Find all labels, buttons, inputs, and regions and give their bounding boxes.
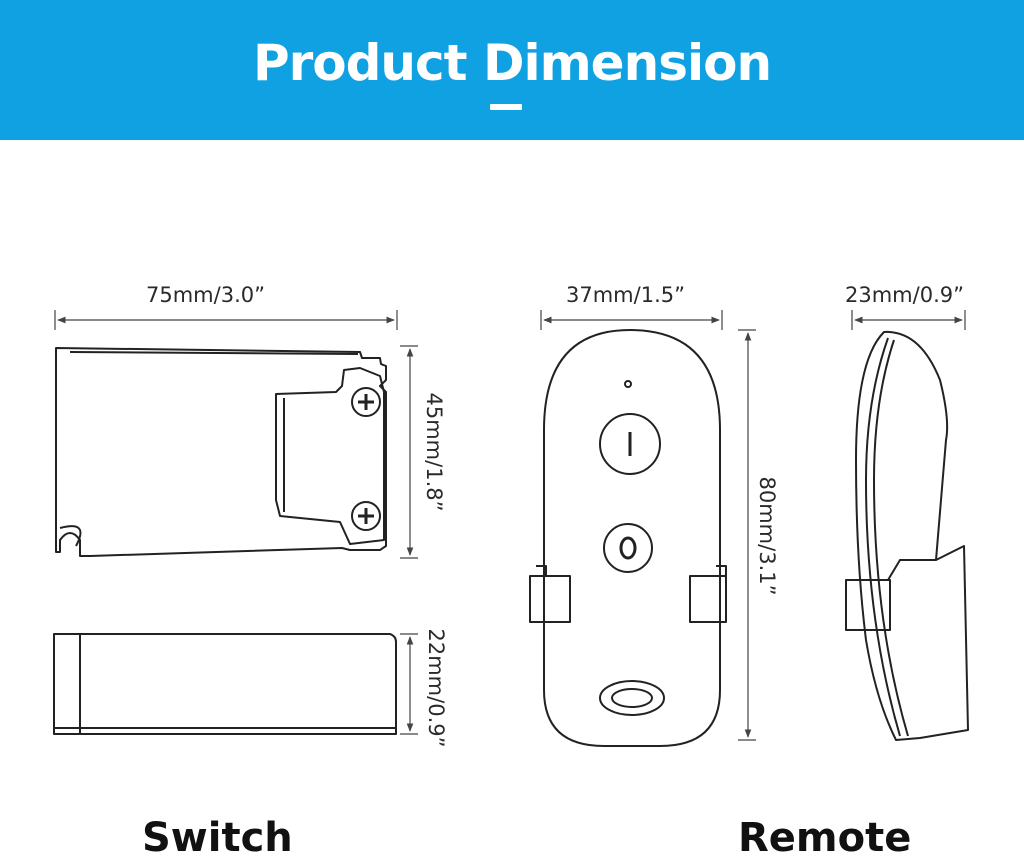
remote-button-glyphs (619, 432, 637, 560)
switch-screw-heads (358, 394, 374, 524)
switch-width-label: 75mm/3.0” (146, 283, 265, 307)
switch-caption: Switch (142, 815, 293, 861)
remote-height-label: 80mm/3.1” (755, 476, 779, 596)
off-button-icon (619, 536, 637, 560)
switch-height-label: 45mm/1.8” (422, 392, 446, 512)
remote-side-view (845, 330, 969, 741)
remote-caption: Remote (738, 815, 912, 861)
remote-width-label: 37mm/1.5” (566, 283, 685, 307)
remote-front-view (529, 329, 727, 747)
switch-front-view (55, 347, 387, 557)
header-banner: Product Dimension (0, 0, 1024, 140)
switch-side-view (53, 633, 397, 735)
remote-depth-label: 23mm/0.9” (845, 283, 964, 307)
title-underline (490, 104, 522, 110)
page-title: Product Dimension (252, 34, 772, 92)
switch-depth-label: 22mm/0.9” (424, 628, 448, 748)
dimension-lines (54, 310, 966, 741)
